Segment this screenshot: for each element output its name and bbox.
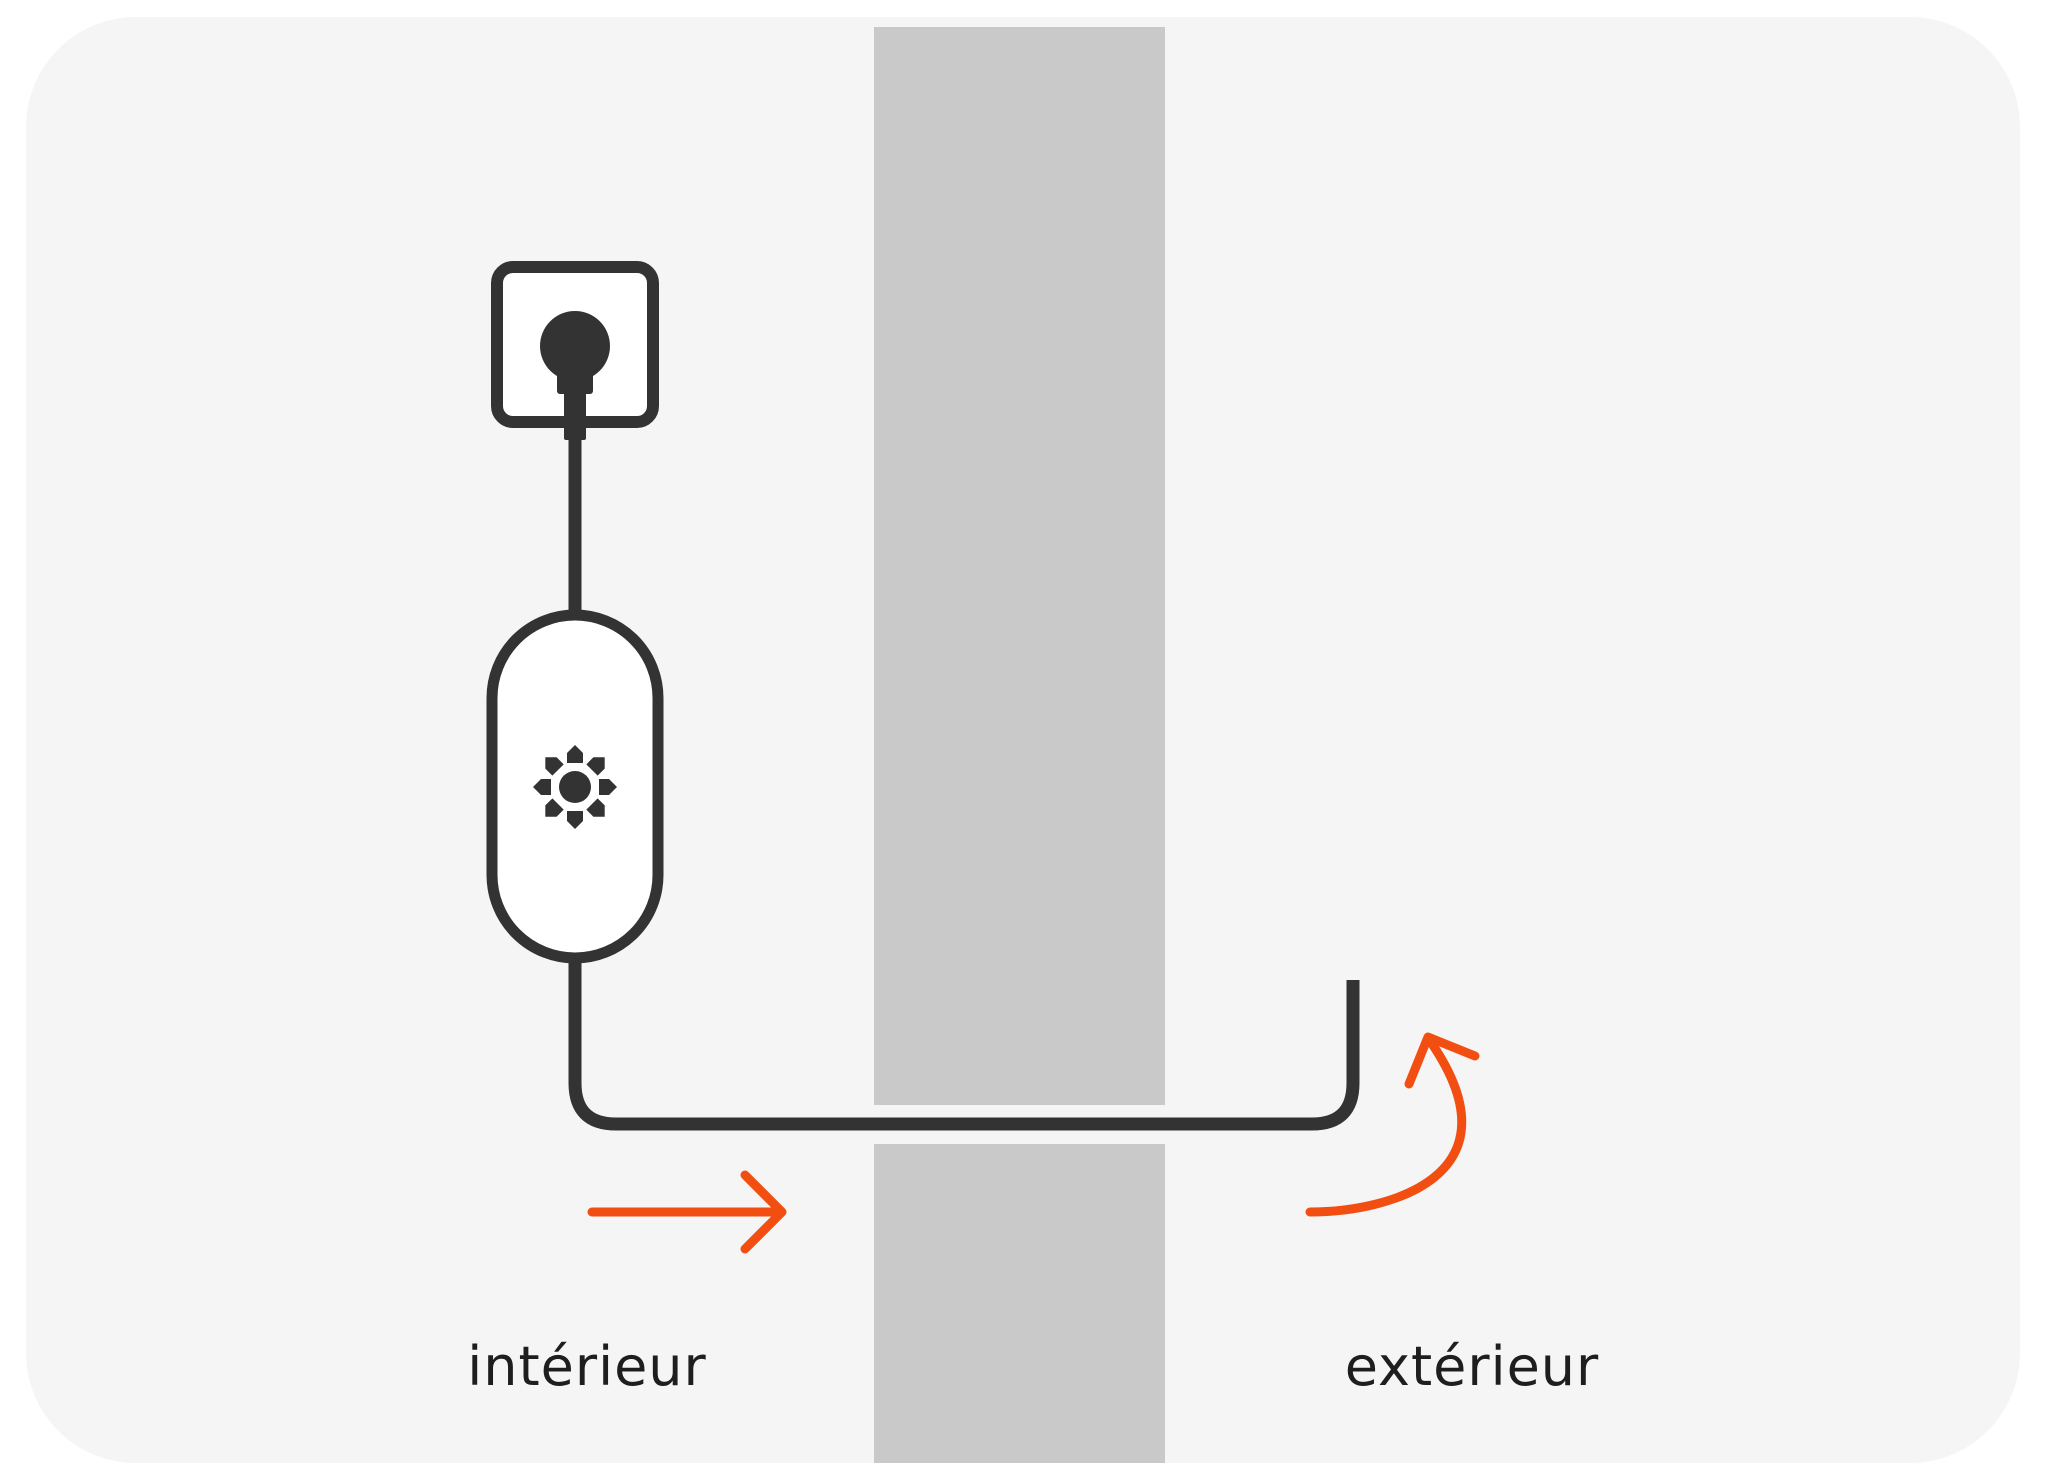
exterior-label: extérieur bbox=[1345, 1335, 1599, 1398]
interior-label: intérieur bbox=[467, 1335, 706, 1398]
sun-icon bbox=[533, 745, 617, 829]
wall-upper bbox=[874, 27, 1165, 1105]
wall-lower bbox=[874, 1144, 1165, 1463]
